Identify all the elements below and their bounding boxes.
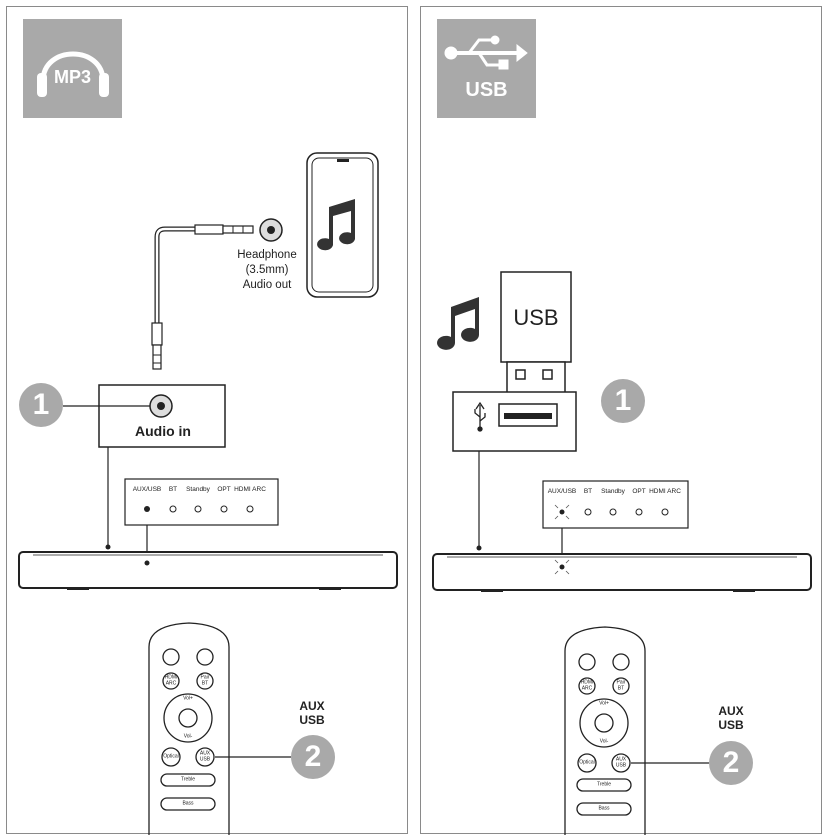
remote-vol-down-label: Vol- (599, 738, 609, 745)
led-label-hdmi-arc: HDMI ARC (234, 486, 266, 493)
led-aux-usb (144, 506, 150, 512)
step-2-badge: 2 (709, 741, 753, 785)
aux-cable (151, 224, 254, 370)
rb-line: AUX (615, 756, 627, 763)
indicator-panel (542, 480, 689, 529)
mp3-badge (23, 19, 122, 118)
music-note-icon (317, 199, 355, 251)
led-hdmi-arc (246, 505, 254, 513)
led-label-bt: BT (583, 488, 593, 495)
remote-optical-button: Optical (163, 753, 179, 760)
callout-line: USB (718, 718, 744, 732)
usb-stick-label: USB (513, 305, 559, 330)
led-opt (220, 505, 228, 513)
indicator-panel (124, 478, 279, 526)
rb-line: HDMI (164, 674, 178, 681)
headphone-label-line: Audio out (242, 279, 292, 291)
soundbar (432, 553, 812, 592)
led-label-opt: OPT (217, 486, 231, 493)
remote-bass-label: Bass (182, 800, 194, 807)
step-2-badge: 2 (291, 735, 335, 779)
remote-treble-label: Treble (597, 781, 611, 788)
remote-treble-label: Treble (181, 776, 195, 783)
led-label-standby: Standby (186, 486, 210, 493)
headphone-label-line: (3.5mm) (245, 264, 289, 276)
led-label-standby: Standby (601, 488, 625, 495)
usb-badge-label: USB (465, 79, 508, 101)
headphone-jack-icon (259, 218, 283, 242)
remote-control (148, 622, 230, 835)
headphones-icon (37, 51, 109, 97)
remote-optical-button: Optical (579, 759, 595, 766)
callout-line: AUX (299, 699, 325, 713)
rb-line: USB (199, 756, 211, 762)
rb-line: ARC (581, 685, 593, 691)
rb-line: ARC (165, 680, 177, 686)
usb-diagram (432, 19, 812, 835)
rb-line: HDMI (580, 679, 594, 686)
usb-badge (437, 19, 536, 118)
music-note-icon (437, 297, 479, 350)
mp3-aux-diagram (18, 19, 398, 835)
step-1-badge: 1 (19, 383, 63, 427)
usb-symbol-icon (444, 35, 528, 70)
mp3-badge-label: MP3 (53, 67, 91, 87)
remote-vol-down-label: Vol- (183, 733, 193, 740)
usb-stick (500, 271, 572, 398)
rb-line: BT (617, 685, 625, 691)
rb-line: BT (201, 680, 209, 686)
led-standby (194, 505, 202, 513)
rb-line: AUX (199, 750, 211, 757)
led-label-aux-usb: AUX/USB (547, 488, 577, 495)
led-opt (635, 508, 643, 516)
headphone-label-line: Headphone (237, 249, 297, 261)
callout-line: AUX (718, 704, 744, 718)
led-label-hdmi-arc: HDMI ARC (649, 488, 681, 495)
audio-in-label: Audio in (135, 423, 191, 439)
usb-panel: USB USB 1 2 AUX USB AUX/USB BT Standby O… (420, 6, 822, 835)
led-label-opt: OPT (632, 488, 646, 495)
audio-in-jack-icon (149, 394, 173, 418)
smartphone-icon (306, 152, 379, 298)
rb-line: Pair (616, 679, 626, 686)
led-standby (609, 508, 617, 516)
callout-line: USB (299, 713, 325, 727)
headphone-output-label: Headphone (3.5mm) Audio out (227, 248, 307, 293)
led-bt (584, 508, 592, 516)
remote-bass-label: Bass (598, 805, 610, 812)
rb-line: USB (615, 762, 627, 768)
led-hdmi-arc (661, 508, 669, 516)
remote-vol-up-label: Vol+ (599, 700, 609, 707)
usb-port-icon (498, 403, 558, 427)
led-aux-usb-blinking (554, 504, 570, 520)
led-bt (169, 505, 177, 513)
soundbar (18, 551, 398, 590)
remote-control (564, 626, 646, 835)
step-1-badge: 1 (601, 379, 645, 423)
led-label-bt: BT (168, 486, 178, 493)
usb-trident-icon (474, 401, 486, 432)
led-label-aux-usb: AUX/USB (132, 486, 162, 493)
mp3-aux-panel: MP3 Headphone (3.5mm) Audio out Audio in… (6, 6, 408, 835)
remote-callout-label: AUX USB (289, 699, 335, 727)
remote-callout-label: AUX USB (708, 704, 754, 732)
remote-vol-up-label: Vol+ (183, 695, 193, 702)
rb-line: Pair (200, 674, 210, 681)
soundbar-led-blinking (554, 559, 570, 575)
